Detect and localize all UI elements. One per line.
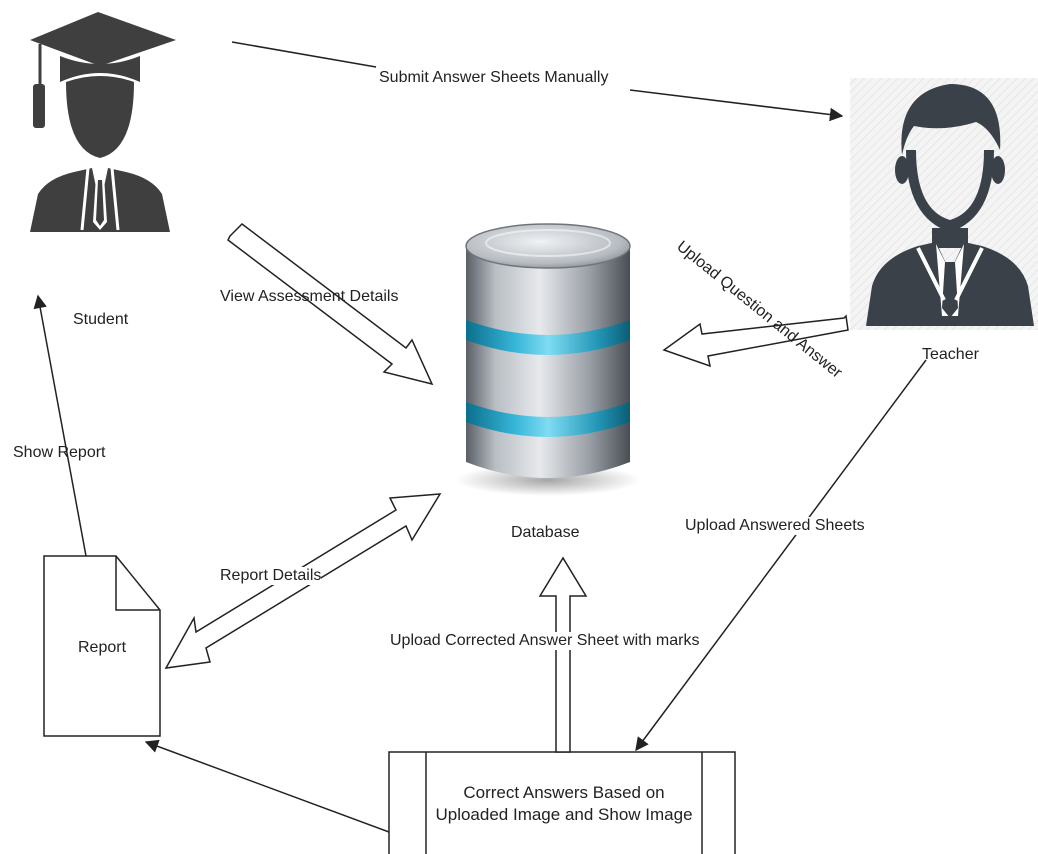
student-label: Student [73, 311, 129, 328]
graduate-icon [30, 12, 176, 232]
edge-view-assessment [227, 223, 434, 386]
database-icon [456, 223, 640, 496]
edge-label-report-details: Report Details [220, 567, 322, 586]
edge-upload-corrected [538, 556, 588, 753]
edge-label-show-report: Show Report [13, 444, 106, 461]
database-label: Database [511, 524, 580, 541]
process-box [388, 751, 736, 854]
edge-label-view-assessment: View Assessment Details [220, 288, 399, 305]
edge-label-upload-corrected: Upload Corrected Answer Sheet with marks [390, 632, 700, 651]
edge-submit-manual [231, 41, 844, 122]
teacher-label: Teacher [922, 346, 979, 363]
process-label: Correct Answers Based on Uploaded Image … [426, 782, 702, 826]
edge-upload-qa [662, 314, 849, 368]
edge-label-submit-manual: Submit Answer Sheets Manually [379, 69, 609, 88]
edge-label-upload-answered: Upload Answered Sheets [685, 517, 865, 536]
edge-process-report [144, 739, 390, 833]
process-label-line2: Uploaded Image and Show Image [435, 805, 693, 824]
edge-upload-answered [635, 359, 927, 752]
report-label: Report [78, 639, 127, 656]
report-document [43, 555, 161, 737]
process-label-line1: Correct Answers Based on [463, 783, 665, 802]
edge-show-report [33, 294, 87, 557]
teacher-icon [850, 78, 1038, 330]
